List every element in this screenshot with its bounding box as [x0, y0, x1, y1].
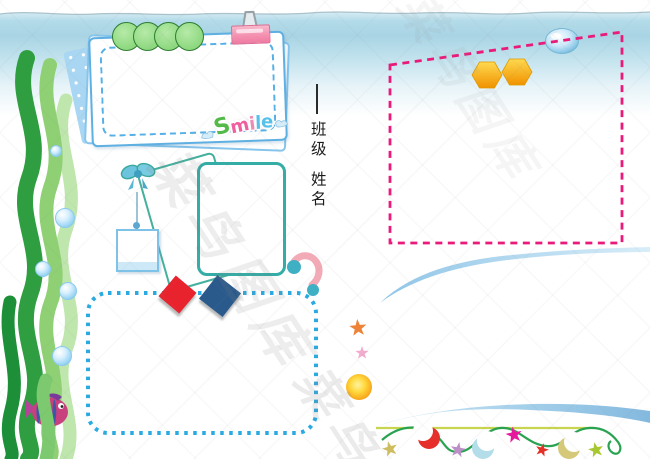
seaweed-darker-strand: [1, 295, 21, 459]
star-icon: [450, 442, 466, 458]
star-icon: [505, 426, 522, 443]
mini-polaroid-frame: [116, 229, 159, 272]
mini-polaroid-strip: [118, 262, 157, 270]
hexagon-icon: [501, 58, 533, 86]
bubble: [50, 145, 62, 157]
star-icon: [349, 319, 367, 336]
seaweed-dark-strand: [15, 50, 44, 459]
bow-icon: [120, 162, 156, 190]
caterpillar-decoration: [112, 22, 204, 51]
caterpillar-segment: [175, 22, 204, 51]
star-icon: [588, 442, 603, 458]
bubble: [52, 346, 72, 366]
wave-garland-line: [381, 426, 622, 455]
panel-top-swoosh: [380, 247, 650, 303]
star-icon: [382, 441, 397, 457]
vertical-dash: [316, 84, 318, 114]
name-label: 姓名: [308, 171, 327, 210]
water-drop-bubble: [545, 28, 579, 54]
moon-icon: [413, 421, 440, 449]
content-frame-blue-dotted: [86, 291, 318, 435]
wing-icon: [201, 131, 214, 140]
student-info-labels: 班级 姓名: [304, 84, 330, 210]
moon-icon: [472, 431, 497, 459]
panel-bottom-swoosh: [372, 403, 650, 428]
hexagon-icon: [471, 61, 503, 89]
smile-sticker: S m i l e: [197, 104, 291, 143]
bubble: [35, 261, 51, 277]
bubble: [55, 208, 75, 228]
bubble: [59, 282, 77, 300]
star-icon: [355, 346, 369, 359]
sky-strip: [0, 0, 650, 15]
star-icon: [536, 443, 549, 457]
hanging-string: [136, 192, 138, 230]
seaweed-front-strand: [36, 373, 56, 459]
class-label: 班级: [308, 121, 327, 160]
orange-ball: [346, 374, 372, 400]
water-surface-line: [0, 11, 650, 16]
moon-icon: [558, 432, 584, 459]
content-frame-teal: [197, 162, 286, 276]
wing-icon: [275, 120, 289, 128]
content-frame-pink-dashed: [388, 30, 624, 245]
string-bead: [133, 222, 140, 229]
binder-clip-icon: [228, 8, 271, 45]
binder-clip-handle: [242, 10, 259, 29]
question-curl-decoration: [287, 252, 323, 296]
